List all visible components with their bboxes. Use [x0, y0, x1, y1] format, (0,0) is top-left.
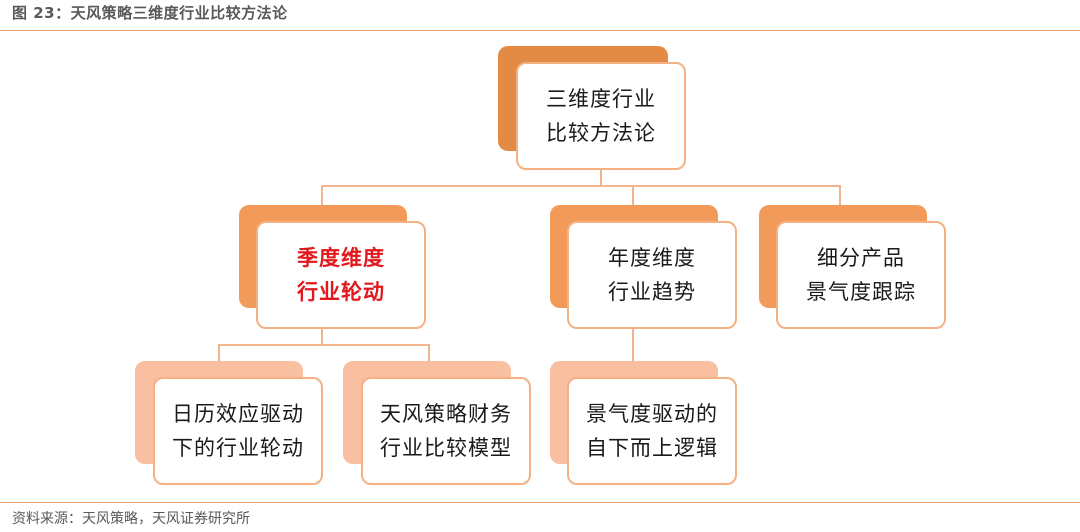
prosperity-bottom-up-line-1: 景气度驱动的 [586, 402, 718, 426]
source-note: 资料来源：天风策略，天风证券研究所 [12, 511, 250, 527]
connector-level1-bus [321, 185, 841, 187]
annual-trend-line-1: 年度维度 [608, 246, 696, 270]
top-divider [0, 30, 1080, 31]
connector-to-financial [428, 344, 430, 362]
product-prosperity-line-2: 景气度跟踪 [806, 280, 916, 304]
connector-to-calendar [218, 344, 220, 362]
quarterly-rotation-box: 季度维度 行业轮动 [256, 221, 426, 329]
annual-trend-box: 年度维度 行业趋势 [567, 221, 737, 329]
annual-trend-line-2: 行业趋势 [608, 280, 696, 304]
financial-model-line-2: 行业比较模型 [380, 436, 512, 460]
root-node-box: 三维度行业 比较方法论 [516, 62, 686, 170]
connector-to-product [839, 185, 841, 207]
prosperity-bottom-up-box: 景气度驱动的 自下而上逻辑 [567, 377, 737, 485]
calendar-effect-box: 日历效应驱动 下的行业轮动 [153, 377, 323, 485]
connector-level2-bus-left [218, 344, 430, 346]
connector-to-annual [632, 185, 634, 207]
calendar-effect-line-1: 日历效应驱动 [172, 402, 304, 426]
calendar-effect-line-2: 下的行业轮动 [172, 436, 304, 460]
connector-quarterly-down [321, 329, 323, 345]
quarterly-rotation-line-1: 季度维度 [297, 246, 385, 270]
product-prosperity-line-1: 细分产品 [817, 246, 905, 270]
connector-root-down [600, 170, 602, 186]
bottom-divider [0, 502, 1080, 503]
root-node-line-1: 三维度行业 [546, 87, 656, 111]
prosperity-bottom-up-line-2: 自下而上逻辑 [586, 436, 718, 460]
quarterly-rotation-line-2: 行业轮动 [297, 280, 385, 304]
figure-title: 图 23：天风策略三维度行业比较方法论 [12, 4, 288, 22]
root-node-line-2: 比较方法论 [546, 121, 656, 145]
financial-model-line-1: 天风策略财务 [380, 402, 512, 426]
connector-to-quarterly [321, 185, 323, 207]
financial-model-box: 天风策略财务 行业比较模型 [361, 377, 531, 485]
product-prosperity-box: 细分产品 景气度跟踪 [776, 221, 946, 329]
connector-to-prosperity [632, 329, 634, 362]
